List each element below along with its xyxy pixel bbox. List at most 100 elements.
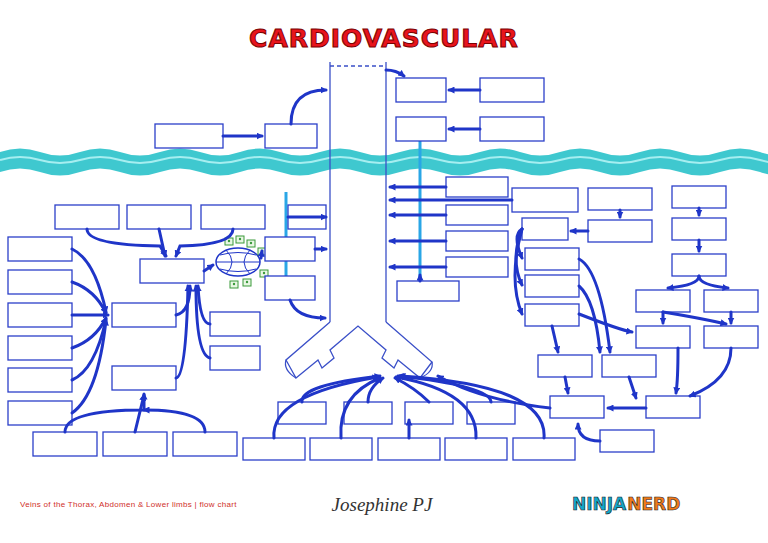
flow-arrow [698, 240, 701, 251]
flow-arrow [196, 286, 210, 358]
flow-arrow [159, 229, 165, 256]
empty-box [525, 275, 579, 297]
flow-arrow [135, 395, 144, 432]
empty-box [480, 117, 544, 141]
empty-box [525, 248, 579, 270]
empty-box [600, 430, 654, 452]
empty-box [636, 326, 690, 348]
flow-arrow [315, 248, 326, 251]
flow-arrow [730, 312, 733, 323]
empty-box [8, 336, 72, 360]
flow-arrow [291, 90, 326, 124]
flow-arrow [663, 312, 726, 324]
flow-arrow [449, 128, 480, 131]
empty-box [405, 402, 453, 424]
flow-arrow [288, 216, 326, 219]
empty-box [480, 78, 544, 102]
flow-arrow [578, 424, 600, 441]
empty-box [8, 368, 72, 392]
flow-arrow [676, 348, 678, 393]
flow-arrow [144, 410, 205, 432]
empty-box [378, 438, 440, 460]
empty-box [446, 177, 508, 197]
flow-arrow [449, 89, 480, 92]
empty-box [513, 438, 575, 460]
empty-box [522, 218, 568, 240]
empty-box [210, 312, 260, 336]
empty-box [672, 254, 726, 276]
empty-box [646, 396, 700, 418]
empty-box [265, 276, 315, 300]
empty-box [8, 303, 72, 327]
flow-arrow [629, 377, 636, 398]
empty-box [672, 186, 726, 208]
flow-arrow [699, 276, 728, 288]
empty-box [112, 303, 176, 327]
empty-box [525, 304, 579, 326]
empty-box [446, 205, 508, 225]
vena-cava [285, 62, 432, 378]
flow-arrow [579, 259, 610, 352]
flow-arrow [176, 286, 188, 378]
empty-box [8, 270, 72, 294]
empty-box [588, 188, 652, 210]
empty-box [243, 438, 305, 460]
hemiazygos-line [419, 141, 422, 282]
empty-box [538, 355, 592, 377]
flow-arrow [579, 314, 632, 332]
flow-arrow [690, 348, 731, 396]
flow-arrow [390, 214, 446, 217]
empty-box [265, 237, 315, 261]
empty-box [396, 117, 446, 141]
empty-box [278, 402, 326, 424]
flow-arrow [223, 135, 262, 138]
empty-box [396, 78, 446, 102]
empty-box [445, 438, 507, 460]
flow-arrow [408, 420, 411, 438]
empty-box [33, 432, 97, 456]
flow-arrow [261, 251, 262, 258]
flow-arrow [515, 229, 522, 314]
empty-box [127, 205, 191, 229]
empty-box [8, 237, 72, 261]
empty-box [672, 218, 726, 240]
flow-arrow [390, 199, 512, 202]
diaphragm-band [0, 149, 768, 176]
flow-arrow [668, 276, 699, 288]
empty-box [265, 124, 317, 148]
flow-arrow [390, 240, 446, 243]
empty-box [397, 281, 459, 301]
empty-box [636, 290, 690, 312]
flow-arrow [176, 229, 233, 256]
sig-text: Josephine PJ [332, 494, 433, 516]
title-text: CARDIOVASCULAR [249, 24, 519, 53]
empty-box [602, 355, 656, 377]
empty-box [103, 432, 167, 456]
empty-box [140, 259, 204, 283]
empty-box [288, 205, 326, 229]
flow-arrow [72, 318, 106, 348]
flow-arrow [72, 249, 106, 312]
empty-box [704, 290, 758, 312]
empty-box [210, 346, 260, 370]
flow-arrow [396, 377, 476, 438]
empty-box [310, 438, 372, 460]
empty-box [550, 396, 604, 418]
flow-arrow [72, 282, 106, 313]
empty-box [8, 401, 72, 425]
flow-arrow [198, 286, 210, 324]
liver-illustration [216, 236, 268, 288]
flow-arrow [390, 266, 446, 269]
flow-arrow [72, 314, 108, 317]
flow-arrow [400, 376, 544, 438]
flow-arrow [386, 70, 404, 76]
flow-arrow [565, 377, 568, 393]
empty-box [344, 402, 392, 424]
flow-arrow [552, 326, 558, 352]
flow-arrow [698, 208, 701, 215]
flow-arrow [419, 275, 422, 281]
empty-box [155, 124, 223, 148]
empty-box [173, 432, 237, 456]
empty-box [201, 205, 265, 229]
empty-box [112, 366, 176, 390]
